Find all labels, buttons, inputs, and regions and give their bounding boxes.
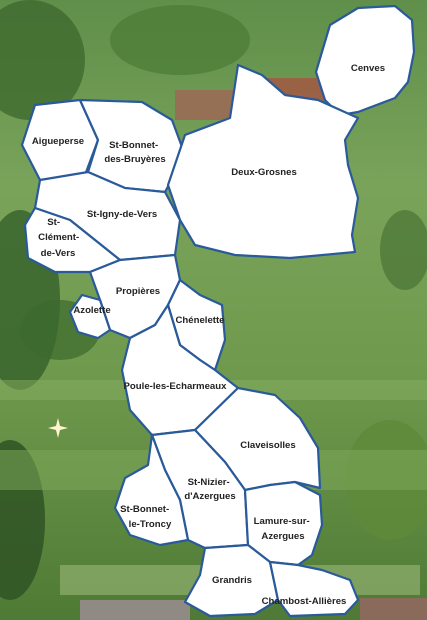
- commune-cenves-label: Cenves: [351, 63, 385, 74]
- commune-deux-grosnes-label: Deux-Grosnes: [231, 167, 297, 178]
- commune-chenelette-label: Chénelette: [175, 315, 224, 326]
- commune-st-bonnet-le-troncy[interactable]: St-Bonnet- le-Troncy: [113, 433, 190, 547]
- commune-azolette[interactable]: Azolette: [68, 293, 112, 340]
- commune-lamure-sur-azergues-label: Lamure-sur- Azergues: [254, 516, 313, 542]
- commune-azolette-label: Azolette: [73, 305, 110, 316]
- commune-poule-les-echarmeaux-label: Poule-les-Echarmeaux: [124, 381, 228, 392]
- commune-st-clement-de-vers-label: St- Clément- de-Vers: [38, 217, 82, 259]
- commune-claveisolles-label: Claveisolles: [240, 440, 295, 451]
- commune-st-bonnet-des-bruyeres-label: St-Bonnet- des-Bruyères: [104, 140, 165, 165]
- commune-cenves[interactable]: Cenves: [314, 4, 416, 117]
- commune-aigueperse-label: Aigueperse: [32, 136, 84, 147]
- commune-st-nizier-d-azergues-label: St-Nizier- d'Azergues: [184, 477, 235, 502]
- commune-propieres-label: Propières: [116, 286, 160, 297]
- commune-st-igny-de-vers-label: St-Igny-de-Vers: [87, 209, 157, 220]
- commune-grandris-label: Grandris: [212, 575, 252, 586]
- commune-deux-grosnes[interactable]: Deux-Grosnes: [166, 63, 360, 260]
- commune-grandris[interactable]: Grandris: [183, 543, 280, 618]
- commune-st-bonnet-le-troncy-label: St-Bonnet- le-Troncy: [120, 504, 172, 530]
- commune-chambost-allieres[interactable]: Chambost-Allières: [262, 560, 360, 618]
- commune-chambost-allieres-label: Chambost-Allières: [262, 596, 347, 607]
